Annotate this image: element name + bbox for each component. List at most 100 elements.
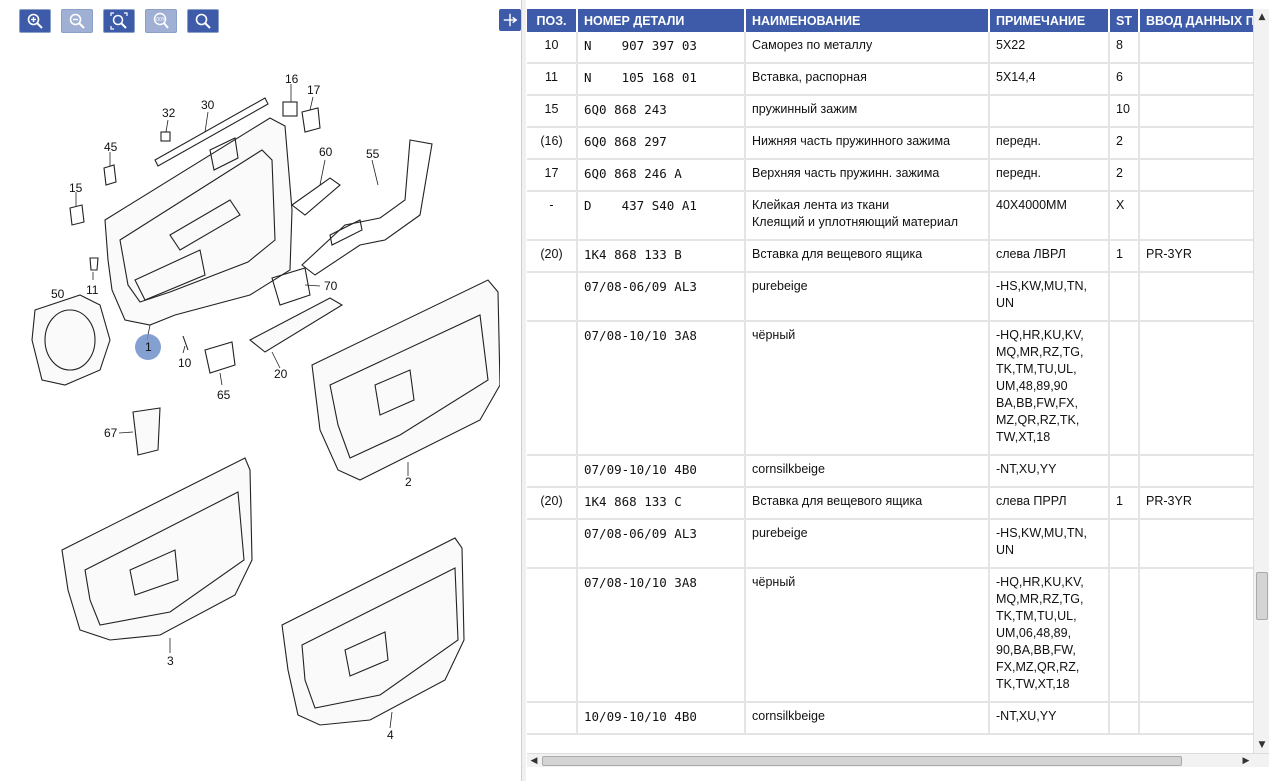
zoom-fit-button[interactable] [103,9,135,33]
cell-part: 07/08-10/10 3A8 [577,321,746,456]
callout-3[interactable]: 3 [167,654,174,668]
cell-pos: 11 [527,63,578,96]
cell-name: Вставка, распорная [745,63,990,96]
cell-name: пружинный зажим [745,95,990,128]
callout-60[interactable]: 60 [319,145,333,159]
scroll-up-arrow-icon[interactable]: ▲ [1258,12,1266,22]
cell-model [1139,63,1253,96]
callout-65[interactable]: 65 [217,388,231,402]
cell-pos [527,702,578,735]
panel-splitter[interactable] [521,0,526,781]
cell-note: слева ЛВРЛ [989,240,1110,273]
zoom-in-button[interactable] [19,9,51,33]
cell-model: PR-3YR [1139,487,1253,520]
table-vertical-scrollbar[interactable]: ▲ ▼ [1253,9,1269,753]
cell-name: чёрный [745,568,990,703]
cell-pos: - [527,191,578,241]
cell-pos: (20) [527,487,578,520]
callout-highlight[interactable] [135,334,161,360]
zoom-100-icon: 100% [154,12,169,29]
cell-st: 8 [1109,32,1140,64]
callout-10[interactable]: 10 [178,356,192,370]
cell-pos [527,455,578,488]
cell-st: X [1109,191,1140,241]
callout-4[interactable]: 4 [387,728,394,742]
cell-pos: (20) [527,240,578,273]
cell-st: 6 [1109,63,1140,96]
callout-1[interactable]: 1 [145,340,152,354]
scroll-left-arrow-icon[interactable]: ◀ [530,756,538,766]
expand-arrows-icon [503,13,518,27]
callout-20[interactable]: 20 [274,367,288,381]
cell-st [1109,321,1140,456]
cell-model [1139,95,1253,128]
callout-2[interactable]: 2 [405,475,412,489]
expand-panel-button[interactable] [499,9,521,31]
parts-table-container: ПОЗ. НОМЕР ДЕТАЛИ НАИМЕНОВАНИЕ ПРИМЕЧАНИ… [527,9,1253,753]
zoom-out-icon [69,13,85,29]
header-pos[interactable]: ПОЗ. [527,9,578,32]
cell-note: слева ПРРЛ [989,487,1110,520]
cell-part: 6Q0 868 243 [577,95,746,128]
parts-diagram: 16 17 32 30 45 60 55 15 11 50 1 10 65 70… [0,40,500,781]
cell-note: передн. [989,127,1110,160]
callout-16[interactable]: 16 [285,72,299,86]
callout-32[interactable]: 32 [162,106,176,120]
parts-table: ПОЗ. НОМЕР ДЕТАЛИ НАИМЕНОВАНИЕ ПРИМЕЧАНИ… [527,9,1253,735]
cell-part: 07/08-06/09 AL3 [577,272,746,322]
cell-part: N 105 168 01 [577,63,746,96]
cell-name: чёрный [745,321,990,456]
cell-note: -NT,XU,YY [989,702,1110,735]
cell-pos: 10 [527,32,578,64]
callout-15[interactable]: 15 [69,181,83,195]
horizontal-scroll-thumb[interactable] [542,756,1182,766]
table-horizontal-scrollbar[interactable]: ◀ ▶ [527,753,1269,767]
cell-part: D 437 S40 A1 [577,191,746,241]
header-note[interactable]: ПРИМЕЧАНИЕ [989,9,1110,32]
callout-17[interactable]: 17 [307,83,321,97]
callout-70[interactable]: 70 [324,279,338,293]
callout-55[interactable]: 55 [366,147,380,161]
header-name[interactable]: НАИМЕНОВАНИЕ [745,9,990,32]
cell-st: 1 [1109,487,1140,520]
cell-part: 6Q0 868 297 [577,127,746,160]
zoom-fit-icon [110,12,128,30]
cell-model [1139,321,1253,456]
zoom-100-button[interactable]: 100% [145,9,177,33]
search-button[interactable] [187,9,219,33]
cell-note: передн. [989,159,1110,192]
header-model-data[interactable]: ВВОД ДАННЫХ ПО МОДЕЛЯМ [1139,9,1253,32]
callout-50[interactable]: 50 [51,287,65,301]
callout-11[interactable]: 11 [86,283,99,297]
cell-st [1109,519,1140,569]
zoom-out-button[interactable] [61,9,93,33]
callout-45[interactable]: 45 [104,140,118,154]
scroll-right-arrow-icon[interactable]: ▶ [1242,756,1250,766]
header-part-number[interactable]: НОМЕР ДЕТАЛИ [577,9,746,32]
callout-30[interactable]: 30 [201,98,215,112]
vertical-scroll-thumb[interactable] [1256,572,1268,620]
cell-part: 07/08-10/10 3A8 [577,568,746,703]
scroll-down-arrow-icon[interactable]: ▼ [1258,740,1266,750]
cell-name: Верхняя часть пружинн. зажима [745,159,990,192]
cell-part: 1K4 868 133 B [577,240,746,273]
cell-model [1139,191,1253,241]
cell-st [1109,272,1140,322]
header-st[interactable]: ST [1109,9,1140,32]
callout-67[interactable]: 67 [104,426,118,440]
cell-name: purebeige [745,519,990,569]
